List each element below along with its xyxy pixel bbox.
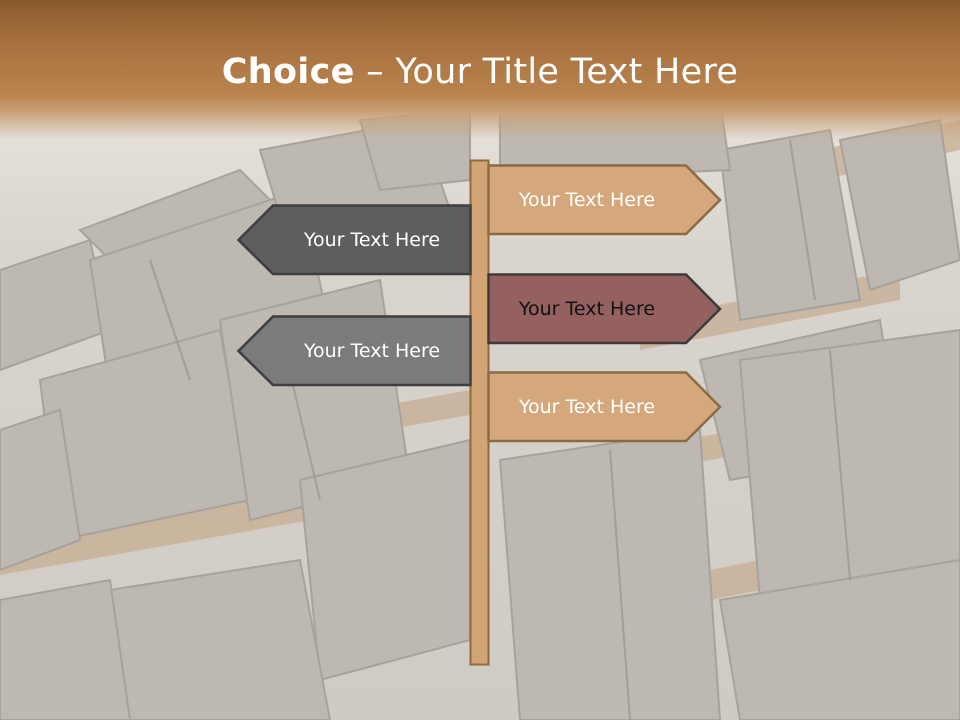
sign-right-middle[interactable]: Your Text Here xyxy=(487,273,723,345)
title-dash: – xyxy=(354,52,396,92)
sign-left-bottom[interactable]: Your Text Here xyxy=(236,315,472,387)
sign-right-bottom[interactable]: Your Text Here xyxy=(487,371,723,443)
slide-title: Choice – Your Title Text Here xyxy=(0,52,960,92)
sign-left-top-label: Your Text Here xyxy=(303,229,441,251)
sign-left-bottom-label: Your Text Here xyxy=(303,340,441,362)
sign-left-top[interactable]: Your Text Here xyxy=(236,204,472,276)
title-band xyxy=(0,0,960,140)
sign-right-top-label: Your Text Here xyxy=(518,189,656,211)
title-rest: Your Title Text Here xyxy=(395,52,739,92)
sign-right-middle-label: Your Text Here xyxy=(518,298,656,320)
title-bold: Choice xyxy=(221,52,355,92)
sign-right-bottom-label: Your Text Here xyxy=(518,396,656,418)
sign-right-top[interactable]: Your Text Here xyxy=(487,164,723,236)
